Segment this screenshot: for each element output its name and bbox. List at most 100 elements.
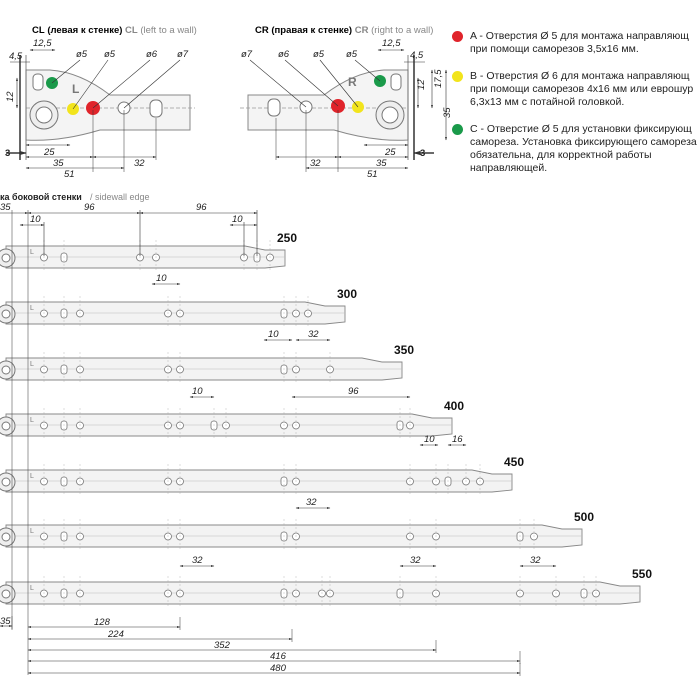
runner-500: L 500 bbox=[0, 510, 594, 551]
cr-dim-17-5: 17,5 bbox=[433, 69, 444, 88]
cr-dim-25: 25 bbox=[384, 147, 396, 158]
cl-dim-d6: ø6 bbox=[146, 49, 158, 60]
legend-a-line-2: при помощи саморезов 3,5х16 мм. bbox=[470, 43, 639, 55]
r550-dim-32c: 32 bbox=[530, 555, 541, 566]
cr-detail: R ø7 ø6 ø5 ø5 12,5 4,5 12 17,5 bbox=[240, 38, 453, 180]
cl-detail: L 12,5 4,5 ø5 ø5 ø6 ø7 12 3 bbox=[5, 38, 195, 180]
runner-side-label: L bbox=[30, 361, 34, 368]
runner-length-label: 500 bbox=[574, 510, 594, 524]
r350-dim-10: 10 bbox=[268, 329, 279, 340]
cl-dim-d5b: ø5 bbox=[104, 49, 116, 60]
sidewall-label: ка боковой стенки / sidewall edge bbox=[0, 192, 150, 202]
cr-dim-32: 32 bbox=[310, 158, 321, 169]
cl-side-label: L bbox=[72, 82, 79, 96]
yellow-dot-icon bbox=[452, 71, 463, 82]
runner-250: L 250 bbox=[0, 231, 297, 272]
r450-dim-16: 16 bbox=[452, 434, 463, 445]
legend-c-line-3: обязательна, для корректной работы bbox=[470, 149, 652, 161]
cl-dim-35: 35 bbox=[53, 158, 64, 169]
cr-header-code2: CR bbox=[354, 25, 369, 36]
runner-400: L 400 bbox=[0, 399, 464, 440]
reference-lines bbox=[11, 210, 29, 675]
cr-dim-35-vert: 35 bbox=[442, 107, 453, 118]
cr-header-ru: (правая к стенке) bbox=[271, 25, 353, 36]
bottom-dim-128: 128 bbox=[94, 617, 111, 628]
runner-wheel-hub bbox=[1, 309, 11, 319]
cr-side-label: R bbox=[348, 75, 357, 89]
cr-header: CR (правая к стенке) CR (right to a wall… bbox=[255, 25, 433, 36]
cr-dim-35: 35 bbox=[376, 158, 387, 169]
cl-dim-d7: ø7 bbox=[177, 49, 189, 60]
cl-dim-25: 25 bbox=[43, 147, 55, 158]
runner-side-label: L bbox=[30, 473, 34, 480]
top-dim-10b: 10 bbox=[232, 214, 243, 225]
runner-550: L 550 bbox=[0, 567, 652, 608]
r400-dim-10: 10 bbox=[192, 386, 203, 397]
cr-dim-4-5: 4,5 bbox=[410, 50, 424, 61]
runner-side-label: L bbox=[30, 528, 34, 535]
runner-length-label: 250 bbox=[277, 231, 297, 245]
r550-dim-32a: 32 bbox=[192, 555, 203, 566]
runner-wheel-hub bbox=[1, 365, 11, 375]
cl-dim-12: 12 bbox=[5, 91, 16, 102]
bottom-dim-224: 224 bbox=[107, 629, 124, 640]
runner-wheel-hub bbox=[1, 532, 11, 542]
legend-c-line-4: направляющей. bbox=[470, 162, 548, 174]
legend-b-line-3: 6,3х13 мм с потайной головкой. bbox=[470, 96, 625, 108]
cl-header-code: CL bbox=[32, 25, 45, 36]
legend-c-line-1: C - Отверстие Ø 5 для установки фиксирую… bbox=[470, 123, 692, 135]
cr-dim-3: 3 bbox=[420, 148, 425, 159]
bottom-dim-35: 35 bbox=[0, 616, 11, 627]
runner-side-label: L bbox=[30, 249, 34, 256]
runner-side-label: L bbox=[30, 305, 34, 312]
cr-header-en: (right to a wall) bbox=[371, 25, 434, 36]
r300-dim-10: 10 bbox=[156, 273, 167, 284]
cr-dim-12: 12 bbox=[416, 79, 427, 90]
runner-length-label: 350 bbox=[394, 343, 414, 357]
red-dot-icon bbox=[452, 31, 463, 42]
runner-wheel-hub bbox=[1, 421, 11, 431]
cr-dim-12-5: 12,5 bbox=[382, 38, 401, 49]
top-dim-35: 35 bbox=[0, 202, 11, 213]
r400-dim-96: 96 bbox=[348, 386, 359, 397]
runner-length-label: 300 bbox=[337, 287, 357, 301]
legend-c-line-2: самореза. Установка фиксирующего саморез… bbox=[470, 136, 697, 148]
legend-a-line-1: A - Отверстия Ø 5 для монтажа направляющ bbox=[470, 30, 689, 42]
cl-dim-4-5: 4,5 bbox=[9, 51, 23, 62]
cl-header-en: (left to a wall) bbox=[140, 25, 197, 36]
runner-450: L 450 bbox=[0, 455, 524, 496]
cr-dim-d5a: ø5 bbox=[313, 49, 325, 60]
bottom-dim-352: 352 bbox=[214, 640, 231, 651]
r450-dim-10: 10 bbox=[424, 434, 435, 445]
cr-dim-51: 51 bbox=[367, 169, 378, 180]
runner-length-label: 450 bbox=[504, 455, 524, 469]
r500-dim-32: 32 bbox=[306, 497, 317, 508]
top-dim-96b: 96 bbox=[196, 202, 207, 213]
top-dim-10: 10 bbox=[30, 214, 41, 225]
sidewall-label-en: / sidewall edge bbox=[90, 192, 150, 202]
cl-dim-3: 3 bbox=[5, 148, 10, 159]
cl-header-code2: CL bbox=[125, 25, 138, 36]
top-dimensions bbox=[0, 210, 258, 256]
cl-header: CL (левая к стенке) CL (left to a wall) bbox=[32, 25, 197, 36]
runner-300: L 300 bbox=[0, 287, 357, 328]
cr-dim-d5b: ø5 bbox=[346, 49, 358, 60]
runner-length-label: 400 bbox=[444, 399, 464, 413]
runner-side-label: L bbox=[30, 585, 34, 592]
runner-length-label: 550 bbox=[632, 567, 652, 581]
cl-dim-51: 51 bbox=[64, 169, 75, 180]
legend-b-line-1: B - Отверстия Ø 6 для монтажа направляющ bbox=[470, 70, 690, 82]
runner-350: L 350 bbox=[0, 343, 414, 384]
bottom-dim-480: 480 bbox=[270, 663, 287, 674]
bottom-dim-416: 416 bbox=[270, 651, 287, 662]
runner-side-label: L bbox=[30, 417, 34, 424]
top-dim-96a: 96 bbox=[84, 202, 95, 213]
cl-dim-32: 32 bbox=[134, 158, 145, 169]
cr-dim-d6: ø6 bbox=[278, 49, 290, 60]
r550-dim-32b: 32 bbox=[410, 555, 421, 566]
cr-dim-d7: ø7 bbox=[241, 49, 253, 60]
legend-b-line-2: при помощи саморезов 4х16 мм или еврошур bbox=[470, 83, 694, 95]
